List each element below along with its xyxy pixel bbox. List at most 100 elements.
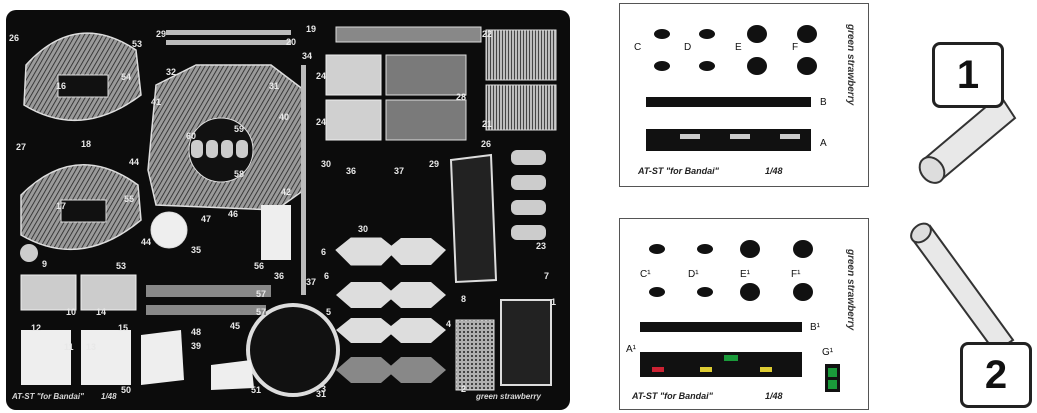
fret-1-scale: 1/48 bbox=[765, 166, 783, 176]
rod-illustrations bbox=[910, 93, 1017, 354]
part-22 bbox=[485, 29, 557, 81]
part-number: 23 bbox=[536, 241, 547, 251]
part-number: 35 bbox=[191, 245, 202, 255]
part-number: 28 bbox=[456, 92, 467, 102]
part-number: 50 bbox=[121, 385, 132, 395]
part-1 bbox=[500, 299, 552, 386]
hatch-disc-top bbox=[23, 32, 142, 122]
fret-1-title: AT-ST "for Bandai" bbox=[638, 166, 719, 176]
part-number: 59 bbox=[234, 124, 245, 134]
part-10-14-group bbox=[20, 274, 137, 385]
part-number: 45 bbox=[230, 321, 241, 331]
small-fret-2-drawing bbox=[640, 240, 840, 392]
part-number: 27 bbox=[16, 142, 27, 152]
part-number: 32 bbox=[166, 67, 177, 77]
label-a1: A¹ bbox=[626, 344, 636, 355]
part-number: 37 bbox=[394, 166, 405, 176]
part-23-group bbox=[511, 150, 546, 240]
part-number: 3 bbox=[321, 384, 327, 394]
part-number: 4 bbox=[446, 319, 452, 329]
label-e: E bbox=[735, 42, 742, 53]
part-number: 7 bbox=[544, 271, 550, 281]
part-number: 10 bbox=[66, 307, 77, 317]
part-number: 16 bbox=[56, 81, 67, 91]
label-g1: G¹ bbox=[822, 347, 834, 358]
part-number: 36 bbox=[274, 271, 285, 281]
fret-2-scale: 1/48 bbox=[765, 391, 783, 401]
fret-scale: 1/48 bbox=[101, 392, 117, 401]
part-number: 12 bbox=[31, 323, 42, 333]
part-number: 8 bbox=[461, 294, 467, 304]
part-number: 37 bbox=[306, 277, 317, 287]
label-a: A bbox=[820, 138, 827, 149]
part-58 bbox=[146, 305, 266, 315]
part-number: 53 bbox=[132, 39, 143, 49]
part-number: 6 bbox=[324, 271, 330, 281]
part-number: 24 bbox=[316, 71, 327, 81]
fret-1-brand: green strawberry bbox=[845, 24, 856, 106]
part-number: 46 bbox=[228, 209, 239, 219]
part-26b bbox=[385, 99, 467, 141]
callout-2: 2 bbox=[960, 342, 1032, 408]
label-c1: C¹ bbox=[640, 269, 651, 280]
part-43 bbox=[261, 205, 291, 260]
part-number: 22 bbox=[482, 29, 493, 39]
part-52 bbox=[211, 360, 254, 390]
part-number: 42 bbox=[281, 187, 292, 197]
callout-1: 1 bbox=[932, 42, 1004, 108]
part-number: 60 bbox=[186, 131, 197, 141]
part-number: 40 bbox=[279, 112, 290, 122]
label-e1: E¹ bbox=[740, 269, 750, 280]
part-2 bbox=[455, 319, 495, 391]
fret-title: AT-ST "for Bandai" bbox=[12, 392, 84, 401]
part-number: 11 bbox=[64, 342, 74, 352]
part-33 bbox=[246, 303, 340, 397]
fret-2-title: AT-ST "for Bandai" bbox=[632, 391, 713, 401]
small-fret-1: C D E F B A AT-ST "for Bandai" 1/48 gree… bbox=[619, 3, 869, 187]
strip-20 bbox=[166, 40, 291, 45]
part-number: 31 bbox=[269, 81, 280, 91]
part-number: 58 bbox=[234, 169, 245, 179]
part-number: 26 bbox=[481, 139, 492, 149]
strip-29 bbox=[166, 30, 291, 35]
part-number: 26 bbox=[9, 33, 20, 43]
part-number: 57 bbox=[256, 289, 267, 299]
hatch-disc-bottom bbox=[20, 164, 142, 251]
part-49 bbox=[141, 330, 184, 385]
part-26a bbox=[385, 54, 467, 96]
part-number: 53 bbox=[116, 261, 127, 271]
rod-1-icon bbox=[918, 93, 1017, 184]
part-number: 19 bbox=[306, 24, 317, 34]
small-fret-2: C¹ D¹ E¹ F¹ B¹ A¹ G¹ AT-ST "for Bandai" … bbox=[619, 218, 869, 410]
label-d1: D¹ bbox=[688, 269, 699, 280]
part-number: 54 bbox=[121, 72, 132, 82]
part-21 bbox=[485, 84, 557, 131]
part-number: 29 bbox=[429, 159, 440, 169]
part-number: 30 bbox=[321, 159, 332, 169]
part-19 bbox=[335, 26, 482, 43]
part-number: 47 bbox=[201, 214, 212, 224]
part-number: 55 bbox=[124, 194, 135, 204]
strip-34 bbox=[301, 65, 306, 295]
hex-parts bbox=[335, 237, 446, 383]
part-number: 20 bbox=[286, 37, 297, 47]
part-number: 9 bbox=[42, 259, 48, 269]
part-number: 48 bbox=[191, 327, 202, 337]
part-number: 29 bbox=[156, 29, 167, 39]
part-number: 41 bbox=[151, 97, 162, 107]
part-number: 18 bbox=[81, 139, 92, 149]
part-number: 34 bbox=[302, 51, 313, 61]
part-number: 1 bbox=[551, 297, 557, 307]
part-number: 5 bbox=[326, 307, 332, 317]
part-9 bbox=[20, 244, 38, 262]
part-number: 56 bbox=[254, 261, 265, 271]
part-number: 44 bbox=[129, 157, 140, 167]
part-number: 44 bbox=[141, 237, 152, 247]
part-45 bbox=[150, 211, 188, 249]
part-number: 6 bbox=[321, 247, 327, 257]
part-number: 30 bbox=[358, 224, 369, 234]
fret-2-brand: green strawberry bbox=[845, 249, 856, 331]
part-number: 17 bbox=[56, 201, 67, 211]
part-number: 24 bbox=[316, 117, 327, 127]
label-b1: B¹ bbox=[810, 322, 820, 333]
